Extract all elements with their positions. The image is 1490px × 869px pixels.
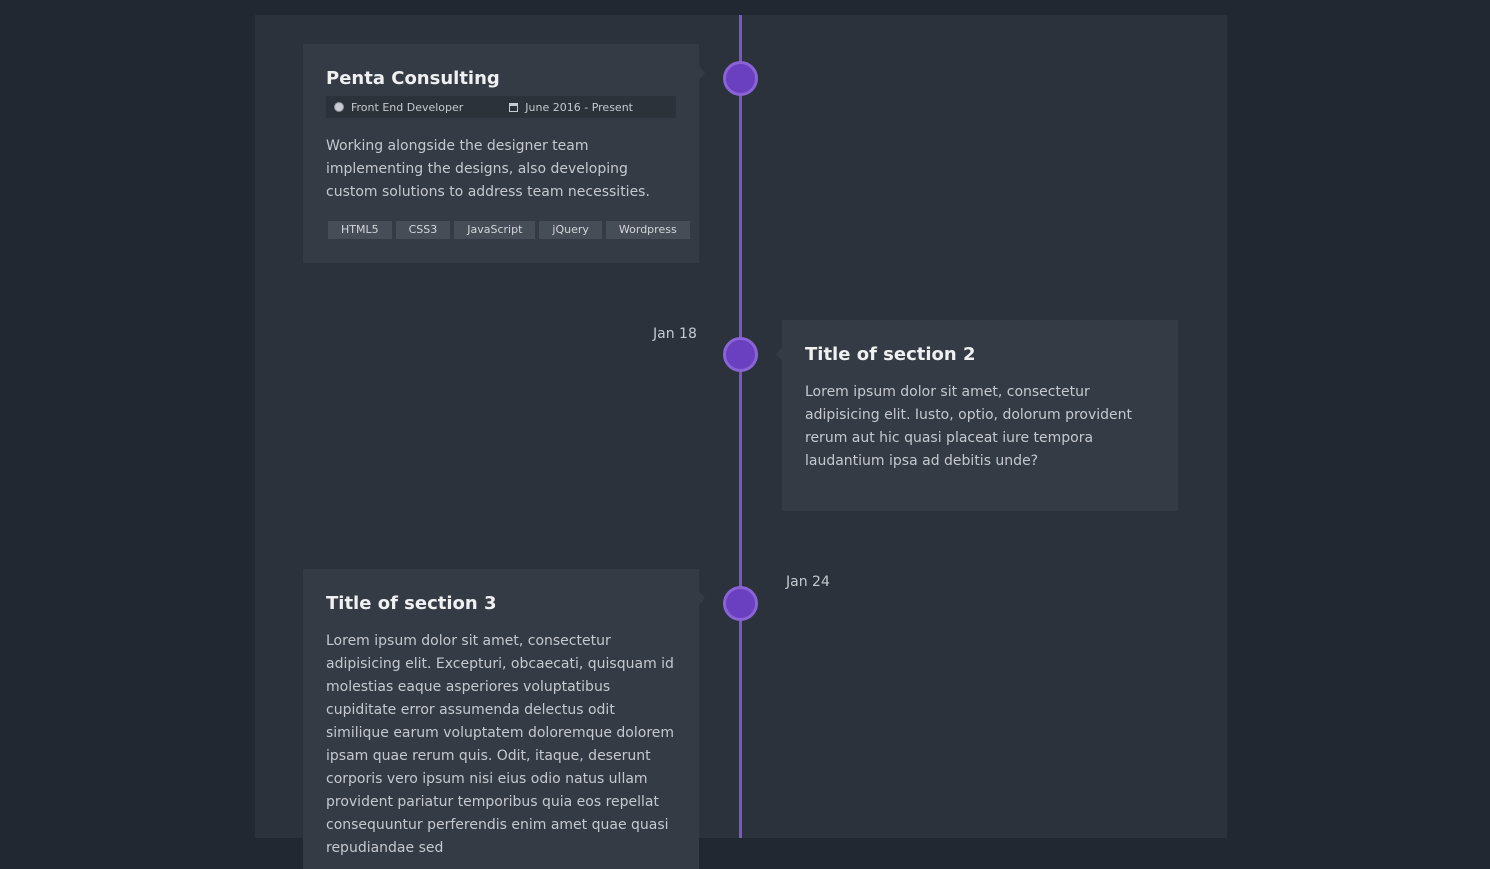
job-role: Front End Developer	[335, 101, 463, 114]
card-text: Lorem ipsum dolor sit amet, consectetur …	[805, 384, 1133, 469]
timeline-panel: Penta Consulting Front End Developer Jun…	[255, 15, 1227, 869]
entry-date: Jan 18	[653, 326, 697, 342]
timeline-line	[739, 15, 742, 838]
timeline-dot	[723, 337, 758, 372]
card-title: Title of section 3	[326, 593, 497, 614]
job-role-label: Front End Developer	[351, 100, 464, 114]
timeline-card: Title of section 2 Lorem ipsum dolor sit…	[776, 320, 1178, 511]
skill-tag: HTML5	[328, 221, 392, 239]
entry-date: Jan 24	[786, 574, 830, 590]
card-text: Lorem ipsum dolor sit amet, consectetur …	[326, 633, 675, 856]
job-period-label: June 2016 - Present	[525, 100, 633, 114]
gear-icon	[335, 103, 343, 111]
skill-tags: HTML5 CSS3 JavaScript jQuery Wordpress	[326, 221, 690, 239]
job-meta-bar: Front End Developer June 2016 - Present	[326, 96, 676, 118]
card-title: Penta Consulting	[326, 68, 500, 89]
skill-tag: CSS3	[395, 221, 451, 239]
skill-tag: jQuery	[539, 221, 602, 239]
skill-tag: JavaScript	[454, 221, 536, 239]
job-period: June 2016 - Present	[509, 101, 633, 114]
timeline-card: Penta Consulting Front End Developer Jun…	[303, 44, 705, 263]
calendar-icon	[509, 102, 519, 112]
skill-tag: Wordpress	[605, 221, 690, 239]
timeline-dot	[723, 586, 758, 621]
card-description: Working alongside the designer team impl…	[326, 138, 650, 200]
timeline-dot	[723, 61, 758, 96]
card-title: Title of section 2	[805, 344, 976, 365]
timeline-card: Title of section 3 Lorem ipsum dolor sit…	[303, 569, 705, 869]
